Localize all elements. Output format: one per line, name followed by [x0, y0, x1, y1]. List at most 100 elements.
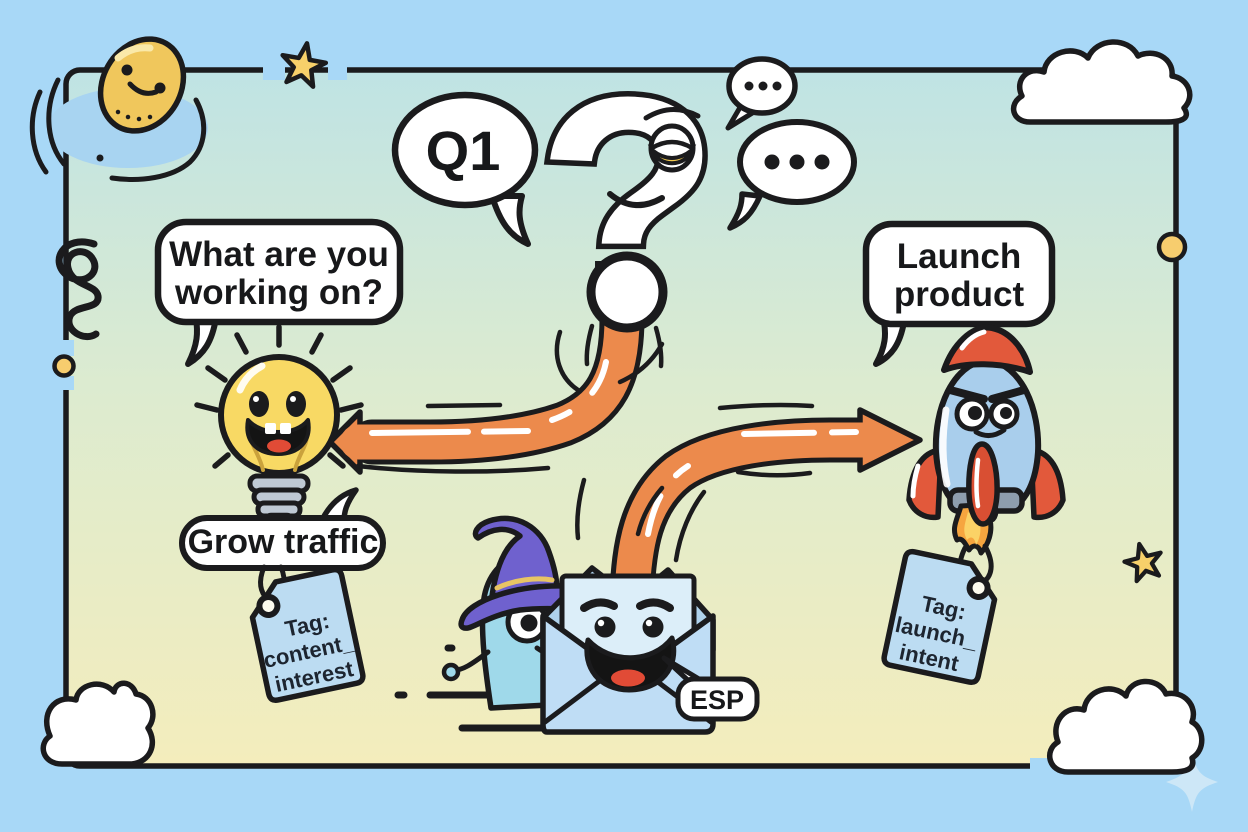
bubble-tail	[727, 191, 763, 231]
eye-highlight	[597, 619, 605, 627]
rocket-nose-cone	[941, 324, 1033, 375]
bubble-tail	[489, 193, 531, 247]
speed-line	[617, 341, 665, 385]
dot	[764, 154, 780, 170]
launch-line-1: Launch	[897, 237, 1021, 276]
q1-bubble: Q1	[391, 91, 539, 247]
what-line-1: What are you	[169, 235, 389, 274]
q1-label: Q1	[426, 119, 501, 182]
arrow-highlight	[741, 429, 859, 437]
dot-right-border	[1156, 231, 1188, 263]
bulb-mouth	[245, 418, 311, 456]
speed-line	[735, 469, 813, 478]
tag-launch-intent: Tag: launch_ intent	[881, 543, 998, 685]
arrow-shaft	[340, 300, 640, 460]
envelope-tongue	[611, 669, 645, 687]
nozzle-highlight	[974, 457, 981, 509]
bubble-body	[154, 218, 404, 326]
ripple-arc	[29, 89, 49, 175]
price-tag-icon	[881, 548, 998, 685]
bulb-highlight	[236, 362, 266, 394]
ripple-arc	[46, 77, 67, 167]
rocket-pupil	[968, 406, 982, 420]
egg-character	[29, 36, 208, 182]
speed-line	[673, 489, 707, 563]
dot	[772, 81, 782, 91]
bubble-tail	[873, 319, 907, 367]
rocket-character	[906, 324, 1066, 556]
lightbulb-character	[194, 324, 364, 529]
arrow-to-lightbulb	[327, 295, 665, 475]
grow-traffic-label: Grow traffic	[188, 523, 379, 561]
tag-hole	[966, 575, 991, 600]
tag-content-interest: Tag: content_ interest	[249, 564, 366, 703]
esp-label: ESP	[690, 685, 744, 715]
dot	[758, 81, 768, 91]
eye-highlight	[290, 396, 296, 402]
rocket-pupil	[1000, 407, 1012, 419]
launch-line-2: product	[894, 275, 1025, 314]
sparkle-icon	[1166, 750, 1218, 812]
bubble-body	[391, 91, 539, 209]
price-tag-icon	[249, 566, 366, 703]
arrow-highlight	[369, 428, 531, 436]
envelope-mouth	[584, 635, 677, 693]
dot	[744, 81, 754, 91]
envelope-eyebrow	[580, 598, 618, 612]
bulb-glass	[218, 354, 340, 476]
esp-label-bubble	[675, 676, 760, 722]
speed-line	[554, 329, 581, 393]
question-eyebrow	[643, 107, 701, 121]
egg-speckles	[115, 109, 153, 122]
tag-hole	[256, 593, 281, 618]
star-icon	[280, 41, 329, 89]
what-line-2: working on?	[174, 273, 383, 312]
eye-highlight	[253, 396, 259, 402]
chat-dots-bubble-large	[727, 119, 857, 231]
what-bubble: What are you working on?	[154, 218, 404, 367]
blob-hand	[441, 662, 461, 682]
cloud-bottom-right-icon	[1047, 678, 1205, 775]
rocket-highlight	[939, 406, 951, 488]
frame-gap	[263, 60, 285, 80]
egg-eye-icon	[121, 64, 133, 76]
envelope-eye-icon	[594, 616, 616, 638]
launch-product-bubble: Launch product	[862, 220, 1056, 367]
speed-line	[394, 644, 556, 732]
envelope-eyebrow	[636, 598, 674, 612]
speed-line	[425, 402, 503, 409]
arrow-highlight	[645, 463, 691, 537]
ripple-arc	[109, 97, 207, 182]
bulb-tooth	[265, 423, 276, 434]
arrow-highlight	[549, 359, 609, 423]
bulb-tooth	[280, 423, 291, 434]
egg-smile	[127, 81, 159, 96]
speed-line	[635, 485, 665, 537]
eye-highlight	[645, 619, 653, 627]
egg-highlight	[114, 44, 154, 62]
bubble-body	[862, 220, 1056, 328]
question-mark-dot	[586, 251, 668, 333]
star-top	[280, 41, 329, 89]
dot	[814, 154, 830, 170]
star-right	[1122, 541, 1163, 584]
squiggle-icon	[55, 238, 102, 341]
cloud-top-right-icon	[1010, 39, 1193, 125]
chat-dots-bubble-small	[725, 56, 798, 131]
envelope-eye-icon	[642, 616, 664, 638]
bulb-tongue	[267, 439, 291, 453]
envelope-character: ESP	[540, 573, 760, 735]
question-eye-line	[649, 139, 695, 151]
bulb-eye-icon	[286, 391, 306, 417]
cloud-bottom-left-icon	[40, 680, 156, 767]
frame-gap	[58, 376, 74, 390]
rocket-eyebrow	[946, 386, 988, 403]
dot	[789, 154, 805, 170]
question-mark-character: ?	[531, 29, 725, 376]
rocket-eyebrow	[988, 386, 1028, 403]
star-icon	[1122, 541, 1163, 584]
rocket-smile	[973, 427, 1007, 438]
speed-line	[717, 402, 815, 411]
egg-body	[97, 36, 187, 134]
